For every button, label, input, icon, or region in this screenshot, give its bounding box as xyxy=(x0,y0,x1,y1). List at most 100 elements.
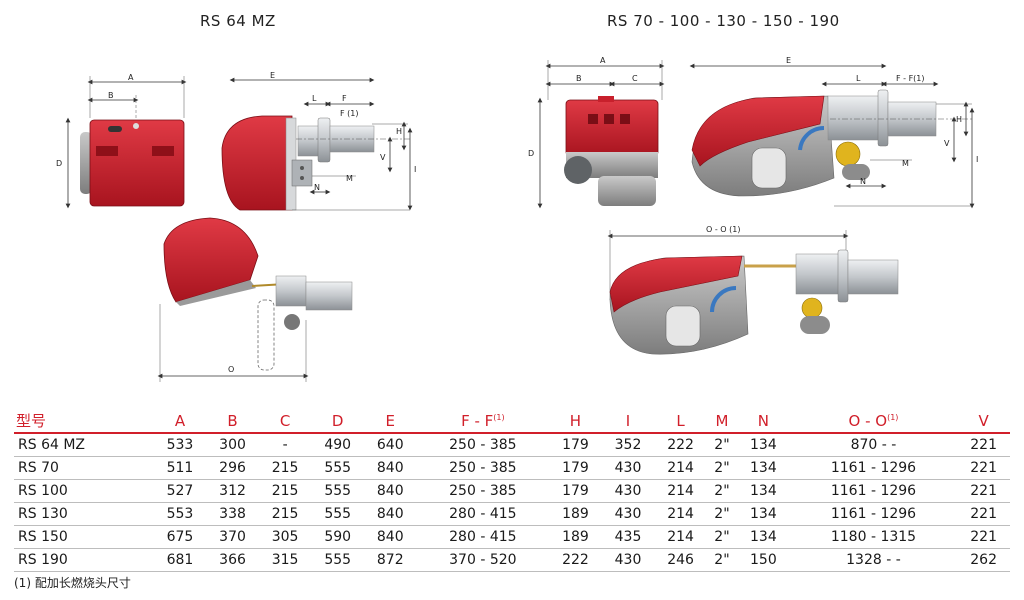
table-row: RS 100 527 312 215 555 840 250 - 385 179… xyxy=(14,479,1010,503)
cell-a: 511 xyxy=(153,456,207,480)
dim-label-d: D xyxy=(56,159,62,168)
cell-e: 840 xyxy=(363,525,417,549)
col-header-o-o1: O - O(1) xyxy=(789,409,958,434)
cell-d: 555 xyxy=(311,456,364,480)
cell-m: 2" xyxy=(706,456,738,480)
cell-model: RS 190 xyxy=(14,548,154,572)
cell-v: 262 xyxy=(957,548,1010,572)
col-header-h: H xyxy=(549,409,602,434)
cell-f-f1: 250 - 385 xyxy=(416,433,550,457)
cell-h: 189 xyxy=(549,502,602,526)
col-header-d: D xyxy=(311,409,364,434)
cell-h: 222 xyxy=(549,548,602,572)
cell-e: 840 xyxy=(363,479,417,503)
section-title-rs70-190: RS 70 - 100 - 130 - 150 - 190 xyxy=(607,12,840,30)
dim-label-m: M xyxy=(346,174,353,183)
cell-model: RS 100 xyxy=(14,479,154,503)
cell-i: 435 xyxy=(601,525,655,549)
cell-d: 490 xyxy=(311,433,364,457)
col-header-i: I xyxy=(601,409,655,434)
rs70-front-view: A B C D xyxy=(528,56,665,209)
cell-l: 246 xyxy=(654,548,707,572)
dim-label-ff1-right: F - F(1) xyxy=(896,74,925,83)
cell-i: 430 xyxy=(601,456,655,480)
cell-c: 315 xyxy=(258,548,312,572)
cell-b: 338 xyxy=(206,502,259,526)
cell-n: 134 xyxy=(737,502,790,526)
cell-v: 221 xyxy=(957,525,1010,549)
col-header-model: 型号 xyxy=(14,409,154,434)
cell-i: 430 xyxy=(601,548,655,572)
cell-v: 221 xyxy=(957,502,1010,526)
table-row: RS 190 681 366 315 555 872 370 - 520 222… xyxy=(14,548,1010,572)
dim-label-c-right: C xyxy=(632,74,638,83)
cell-n: 134 xyxy=(737,456,790,480)
cell-d: 555 xyxy=(311,479,364,503)
dimensions-table: 型号 A B C D E F - F(1) H I L M N O - O(1)… xyxy=(14,409,1010,572)
dim-label-h-right: H xyxy=(956,115,962,124)
cell-o-o1: 1328 - - xyxy=(789,548,958,572)
cell-h: 179 xyxy=(549,456,602,480)
cell-h: 179 xyxy=(549,433,602,457)
table-header-row: 型号 A B C D E F - F(1) H I L M N O - O(1)… xyxy=(14,409,1010,434)
dim-label-n-right: N xyxy=(860,177,866,186)
cell-m: 2" xyxy=(706,548,738,572)
cell-b: 366 xyxy=(206,548,259,572)
col-header-f-f1: F - F(1) xyxy=(416,409,550,434)
dim-label-i: I xyxy=(414,165,416,174)
cell-c: 305 xyxy=(258,525,312,549)
cell-m: 2" xyxy=(706,433,738,457)
dim-label-a: A xyxy=(128,73,134,82)
cell-c: 215 xyxy=(258,502,312,526)
cell-o-o1: 1161 - 1296 xyxy=(789,502,958,526)
cell-c: 215 xyxy=(258,479,312,503)
col-header-e: E xyxy=(363,409,417,434)
cell-a: 553 xyxy=(153,502,207,526)
cell-e: 840 xyxy=(363,456,417,480)
col-header-b: B xyxy=(206,409,259,434)
cell-h: 179 xyxy=(549,479,602,503)
cell-c: - xyxy=(258,433,312,457)
cell-b: 300 xyxy=(206,433,259,457)
table-row: RS 130 553 338 215 555 840 280 - 415 189… xyxy=(14,502,1010,526)
cell-n: 134 xyxy=(737,433,790,457)
dim-label-b: B xyxy=(108,91,114,100)
rs70-open-view: O - O (1) xyxy=(607,225,899,355)
dim-label-a-right: A xyxy=(600,56,606,65)
rs64-front-view: A B D xyxy=(56,73,187,209)
col-header-o-o1-label: O - O xyxy=(848,411,888,430)
dim-label-f: F xyxy=(342,94,347,103)
dim-label-v: V xyxy=(380,153,386,162)
cell-a: 675 xyxy=(153,525,207,549)
cell-f-f1: 250 - 385 xyxy=(416,456,550,480)
col-header-o-o1-sup: (1) xyxy=(887,412,899,422)
technical-drawings: A B D E L F F (1) H I xyxy=(56,56,978,382)
cell-l: 222 xyxy=(654,433,707,457)
footnote: (1) 配加长燃烧头尺寸 xyxy=(14,576,131,590)
dim-label-v-right: V xyxy=(944,139,950,148)
cell-n: 150 xyxy=(737,548,790,572)
cell-v: 221 xyxy=(957,433,1010,457)
cell-o-o1: 870 - - xyxy=(789,433,958,457)
col-header-v: V xyxy=(957,409,1010,434)
col-header-c: C xyxy=(258,409,312,434)
table-row: RS 70 511 296 215 555 840 250 - 385 179 … xyxy=(14,456,1010,480)
col-header-f-f1-label: F - F xyxy=(461,411,494,430)
dim-label-o: O xyxy=(228,365,234,374)
rs64-side-view: E L F F (1) H I V M N xyxy=(221,71,416,211)
col-header-n: N xyxy=(737,409,790,434)
section-title-rs64mz: RS 64 MZ xyxy=(200,12,276,30)
cell-c: 215 xyxy=(258,456,312,480)
dim-label-e: E xyxy=(270,71,275,80)
dim-label-f1: F (1) xyxy=(340,109,358,118)
cell-n: 134 xyxy=(737,479,790,503)
dim-label-oo1: O - O (1) xyxy=(706,225,740,234)
cell-i: 430 xyxy=(601,479,655,503)
cell-v: 221 xyxy=(957,456,1010,480)
col-header-m: M xyxy=(706,409,738,434)
cell-m: 2" xyxy=(706,502,738,526)
col-header-f-f1-sup: (1) xyxy=(493,412,505,422)
cell-v: 221 xyxy=(957,479,1010,503)
cell-a: 533 xyxy=(153,433,207,457)
dim-label-l-right: L xyxy=(856,74,861,83)
